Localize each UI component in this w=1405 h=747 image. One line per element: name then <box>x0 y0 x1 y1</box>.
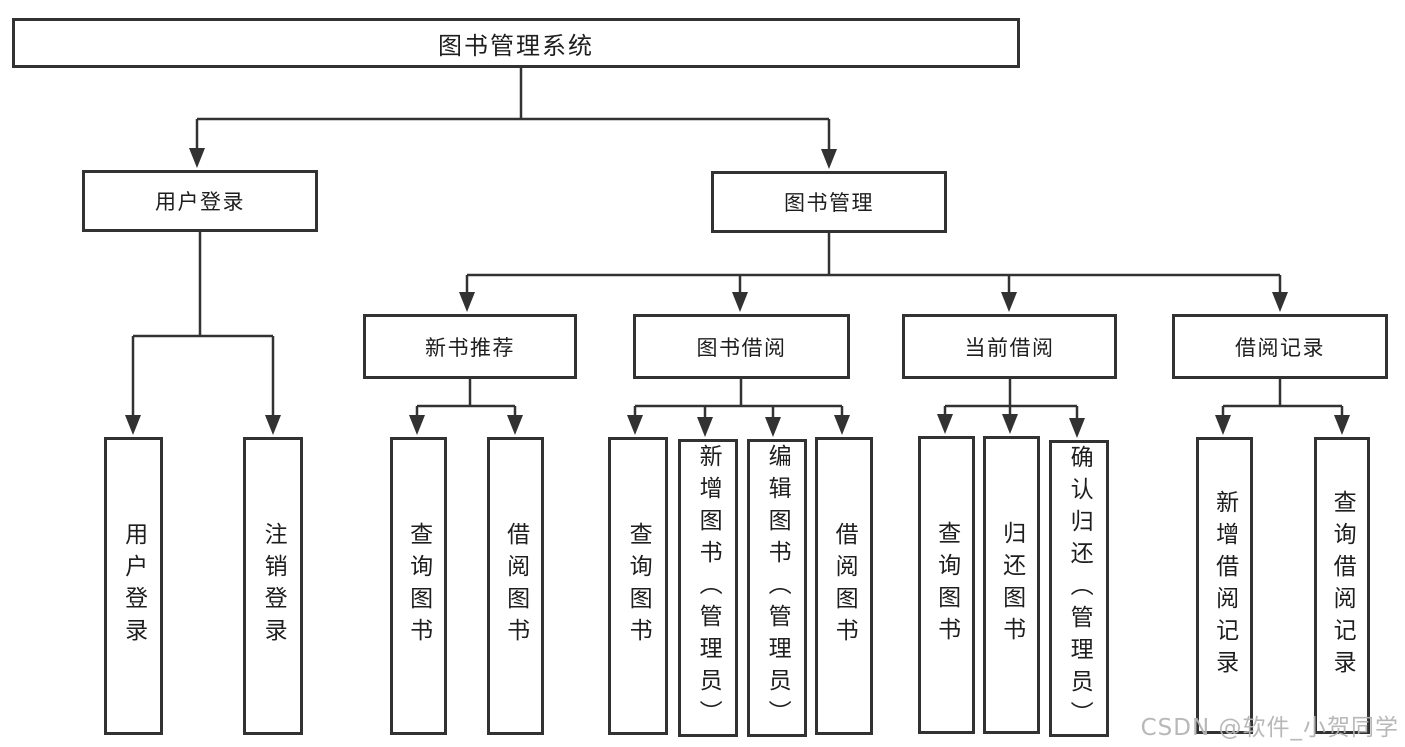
node-label: 归还图书 <box>998 521 1025 649</box>
node-label: 借阅图书 <box>831 522 858 650</box>
leaf-user-login: 用户登录 <box>104 437 163 735</box>
node-label: 查询图书 <box>405 522 432 650</box>
node-label: 图书管理系统 <box>438 31 594 60</box>
node-book-borrowing: 图书借阅 <box>633 314 850 379</box>
node-book-management: 图书管理 <box>711 171 947 233</box>
node-new-book-recommendation: 新书推荐 <box>363 314 577 379</box>
leaf-confirm-return-admin: 确认归还（管理员） <box>1049 440 1109 737</box>
leaf-query-borrow-record: 查询借阅记录 <box>1314 437 1370 734</box>
node-label: 注销登录 <box>260 522 287 650</box>
node-label: 查询图书 <box>625 522 652 650</box>
node-current-borrowing: 当前借阅 <box>902 314 1117 379</box>
node-label: 图书管理 <box>784 191 874 215</box>
leaf-return-books: 归还图书 <box>983 436 1040 734</box>
node-label: 新增图书（管理员） <box>695 444 722 732</box>
node-label: 图书借阅 <box>696 335 787 360</box>
leaf-add-books-admin: 新增图书（管理员） <box>678 439 738 737</box>
leaf-logout: 注销登录 <box>243 437 303 735</box>
leaf-add-borrow-record: 新增借阅记录 <box>1196 437 1253 734</box>
csdn-watermark: CSDN @软件_小贺同学 <box>1140 715 1399 741</box>
node-label: 查询借阅记录 <box>1329 489 1356 682</box>
node-label: 借阅图书 <box>502 522 529 650</box>
node-label: 查询图书 <box>933 521 960 649</box>
leaf-edit-books-admin: 编辑图书（管理员） <box>747 439 807 737</box>
leaf-query-books-recommend: 查询图书 <box>390 437 447 735</box>
node-label: 编辑图书（管理员） <box>764 444 791 732</box>
leaf-query-books-current: 查询图书 <box>918 436 975 734</box>
node-label: 新书推荐 <box>425 335 515 360</box>
node-library-management-system: 图书管理系统 <box>12 18 1020 68</box>
node-label: 用户登录 <box>155 190 245 214</box>
leaf-borrow-books: 借阅图书 <box>815 437 873 735</box>
node-label: 确认归还（管理员） <box>1066 444 1093 733</box>
leaf-borrow-books-recommend: 借阅图书 <box>487 437 544 735</box>
node-borrowing-records: 借阅记录 <box>1172 314 1388 379</box>
node-label: 当前借阅 <box>964 335 1055 360</box>
node-label: 用户登录 <box>120 522 147 650</box>
node-label: 新增借阅记录 <box>1211 489 1238 682</box>
leaf-query-books-borrow: 查询图书 <box>608 437 668 735</box>
node-user-login: 用户登录 <box>82 170 318 232</box>
node-label: 借阅记录 <box>1235 335 1325 360</box>
